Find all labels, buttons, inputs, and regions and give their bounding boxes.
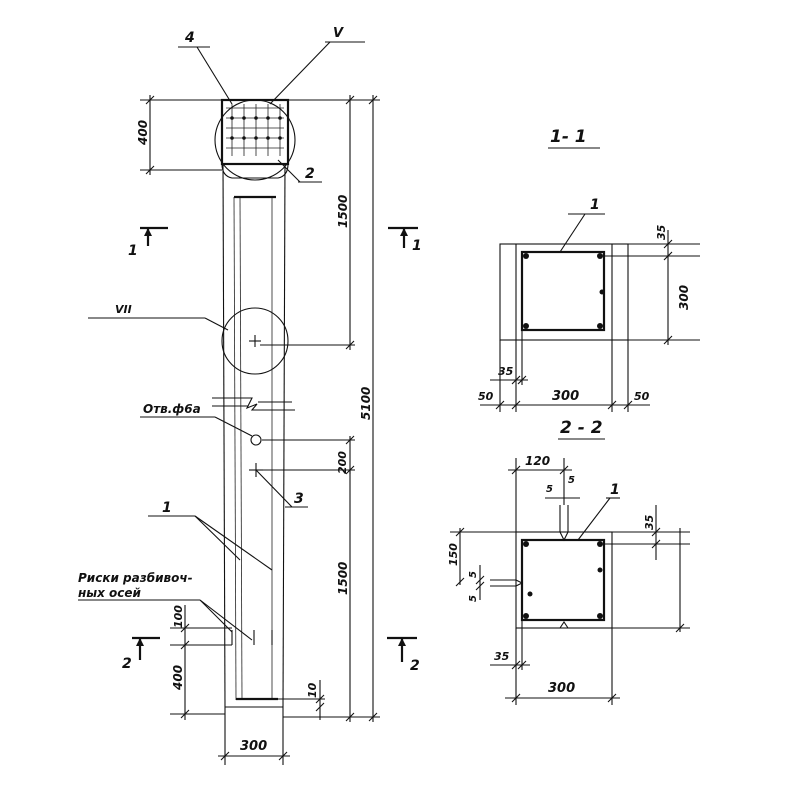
column-left-edge [222,162,226,708]
dim-5100: 5100 [359,387,373,420]
section-2-right: 2 [410,658,420,674]
section-2-2: 2 - 2 120 5 5 1 [447,418,690,705]
dim-5a-s2: 5 [546,484,553,495]
dim-35-top-s2: 35 [643,514,656,530]
dim-200: 200 [336,451,349,474]
dim-300-width: 300 [240,739,267,754]
dim-35-bottom-s2: 35 [494,650,510,663]
dim-35-bottom-s1: 35 [498,365,514,378]
section-1-left: 1 [128,243,138,259]
dim-5d-s2: 5 [468,595,479,602]
rebar-dot [597,541,603,547]
dim-35-top-s1: 35 [655,224,668,240]
leader-4-line [196,46,233,105]
column-right-edge [282,162,286,708]
dim-50-left-s1: 50 [478,390,494,403]
marks-note-line2: ных осей [78,586,142,600]
dim-1500-bottom: 1500 [336,562,350,595]
callout-vii-label: VII [115,303,132,316]
detail-callout-circle-v [214,99,296,181]
leader-1-line-s1 [559,213,586,253]
detail-callout-circle-vii [221,307,289,375]
rebar-dot [523,613,529,619]
rebar-dot [597,567,603,573]
section-2-2-cage [520,538,606,622]
leader-1-label: 1 [162,500,172,516]
dim-300-side-s1: 300 [677,285,691,310]
elevation-dimensions: 400 1500 5100 200 1500 100 400 [136,95,380,765]
rebar-dot [597,323,603,329]
hole-label: Отв.ф6а [143,402,201,416]
rebar-dot [523,323,529,329]
leader-3-line [255,469,293,508]
section-1-1-leader: 1 [590,197,600,213]
dim-120-s2: 120 [525,454,550,468]
section-1-1-title: 1- 1 [550,127,587,147]
leader-1-line-a [194,515,241,561]
dim-400-bottom: 400 [171,665,185,691]
section-1-1: 1- 1 1 35 300 35 [478,127,700,412]
rebar-dot [597,253,603,259]
leader-4-label: 4 [184,30,195,46]
rebar-dot [599,289,605,295]
leader-2-line [277,159,301,183]
dim-150-s2: 150 [447,543,460,566]
dim-300-bottom-s2: 300 [548,681,575,696]
dim-100: 100 [172,605,185,628]
section-1-right: 1 [412,238,422,254]
dim-10: 10 [306,682,319,698]
dim-5b-s2: 5 [568,475,575,486]
section-1-1-cage [520,250,606,332]
section-2-left: 2 [122,656,132,672]
callout-v-label: V [333,26,344,41]
leader-3-label: 3 [294,491,304,507]
marks-leader-a [199,599,233,633]
dim-300-bottom-s1: 300 [552,389,579,404]
section-2-2-title: 2 - 2 [560,418,603,438]
head-mesh [226,104,284,156]
head-chamfer [221,163,289,179]
leader-1-line-b [194,515,273,571]
rebar-left-2 [239,196,243,701]
callout-v-leader [269,41,331,105]
marks-leader-b [199,599,253,641]
column-elevation: V 4 2 VII Отв.ф6а 3 1 Риски разбиво [78,26,365,708]
rebar-dot [523,253,529,259]
rebar-dot [527,591,533,597]
dim-400-top: 400 [136,120,150,146]
hole-symbol [250,434,262,446]
leader-1-line-s2 [577,497,611,541]
section-1-1-outline [499,243,629,341]
dim-5c-s2: 5 [468,571,479,578]
section-markers: 1 1 2 2 [122,226,422,674]
dim-50-right-s1: 50 [634,390,650,403]
hole-leader [214,416,253,437]
section-2-2-leader: 1 [610,482,620,498]
rebar-left [233,196,237,701]
section-2-2-outline [515,531,613,629]
rebar-dot [597,613,603,619]
leader-2-label: 2 [305,166,315,182]
marks-note-line1: Риски разбивоч- [78,571,193,585]
dim-1500-top: 1500 [336,195,350,228]
break-line [212,397,295,411]
callout-vii-leader [204,317,229,331]
rebar-dot [523,541,529,547]
